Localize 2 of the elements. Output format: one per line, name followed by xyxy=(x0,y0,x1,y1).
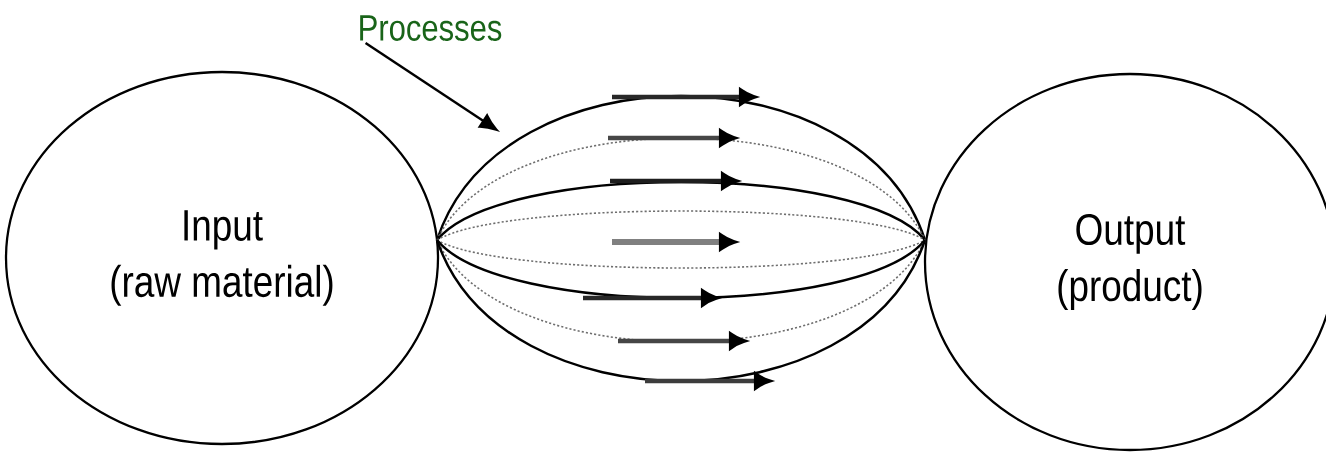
leader-line xyxy=(364,41,498,131)
processes-label: Processes xyxy=(360,15,502,41)
